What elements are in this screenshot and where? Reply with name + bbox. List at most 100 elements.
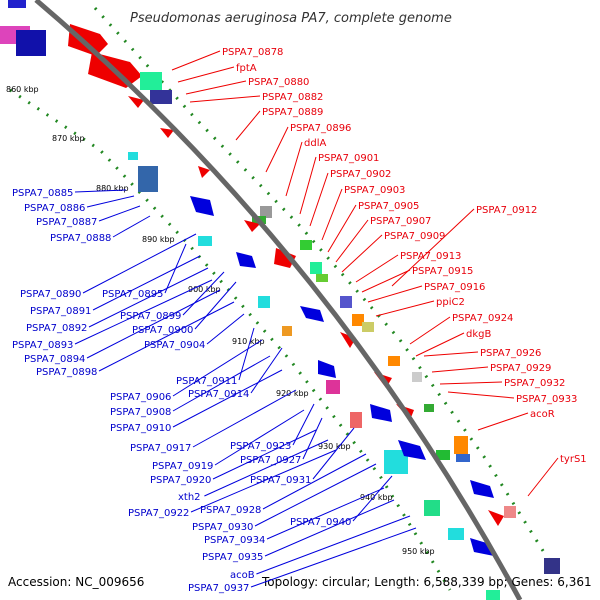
gene-feature <box>128 152 138 160</box>
gene-feature <box>318 360 336 378</box>
kbp-tick-label: 880 kbp <box>96 184 129 193</box>
gene-label-leader <box>309 172 329 227</box>
gene-label-leader <box>391 208 475 287</box>
gene-feature <box>310 262 322 274</box>
gene-label: PSPA7_0917 <box>130 443 191 454</box>
gene-label: PSPA7_0896 <box>290 123 351 134</box>
gene-label: PSPA7_0905 <box>358 201 419 212</box>
gene-label: PSPA7_0922 <box>128 508 189 519</box>
gene-label: PSPA7_0912 <box>476 205 537 216</box>
topology-text: Topology: circular; Length: 6,588,339 bp… <box>261 575 592 589</box>
gene-label-leader <box>74 279 213 345</box>
gene-label-leader <box>86 195 135 208</box>
gene-label-leader <box>423 351 479 357</box>
gene-label: PSPA7_0882 <box>262 92 323 103</box>
gene-feature <box>454 436 468 454</box>
gene-label: PSPA7_0920 <box>150 475 211 486</box>
gene-label: ppiC2 <box>436 297 465 308</box>
kbp-tick-label: 860 kbp <box>6 85 39 94</box>
gene-label-leader <box>235 110 261 141</box>
gene-label-leader <box>415 332 465 357</box>
gene-label-leader <box>341 234 383 273</box>
gene-label: PSPA7_0895 <box>102 289 163 300</box>
gene-feature <box>412 372 422 382</box>
kbp-tick-label: 940 kbp <box>360 493 393 502</box>
gene-label: xth2 <box>178 492 201 503</box>
gene-feature <box>274 248 296 268</box>
gene-feature <box>370 404 392 422</box>
gene-label: PSPA7_0910 <box>110 423 171 434</box>
gene-feature <box>504 506 516 518</box>
gene-label: ddlA <box>304 138 326 149</box>
gene-label-leader <box>177 66 235 83</box>
gene-label-leader <box>214 409 305 466</box>
gene-label-leader <box>335 219 369 263</box>
gene-label-leader <box>266 487 385 540</box>
gene-label-leader <box>82 233 197 294</box>
gene-label-leader <box>88 267 209 328</box>
gene-feature <box>198 236 212 246</box>
gene-feature <box>388 356 400 366</box>
gene-feature <box>68 24 108 56</box>
gene-label: PSPA7_0926 <box>480 348 541 359</box>
gene-label-leader <box>312 427 355 480</box>
gene-label-leader <box>361 269 411 293</box>
gene-label: PSPA7_0878 <box>222 47 283 58</box>
gene-label: PSPA7_0898 <box>36 367 97 378</box>
gene-label: PSPA7_0929 <box>490 363 551 374</box>
kbp-tick-label: 890 kbp <box>142 235 175 244</box>
gene-feature <box>362 322 374 332</box>
gene-feature <box>352 314 364 326</box>
gene-feature <box>138 166 158 192</box>
kbp-tick-label: 920 kbp <box>276 389 309 398</box>
gene-label-leader <box>527 457 559 497</box>
gene-label-leader <box>98 301 235 372</box>
gene-label-leader <box>321 188 343 241</box>
gene-label-leader <box>352 475 393 522</box>
gene-feature <box>424 500 440 516</box>
gene-label: PSPA7_0919 <box>152 461 213 472</box>
gene-feature <box>326 380 340 394</box>
gene-label: PSPA7_0909 <box>384 231 445 242</box>
gene-label-leader <box>182 271 225 316</box>
gene-label: PSPA7_0911 <box>176 376 237 387</box>
gene-label: dkgB <box>466 329 491 340</box>
gene-feature <box>300 240 312 250</box>
gene-label: PSPA7_0915 <box>412 266 473 277</box>
gene-label-leader <box>194 281 237 330</box>
gene-label: PSPA7_0900 <box>132 325 193 336</box>
gene-label-leader <box>477 412 529 431</box>
gene-label: PSPA7_0933 <box>516 394 577 405</box>
gene-label: PSPA7_0886 <box>24 203 85 214</box>
kbp-tick-label: 900 kbp <box>188 285 221 294</box>
gene-feature <box>150 90 172 104</box>
gene-feature <box>488 510 504 526</box>
genome-backbone <box>34 0 523 600</box>
gene-label: PSPA7_0927 <box>240 455 301 466</box>
gene-label-leader <box>256 515 411 575</box>
gene-feature <box>198 166 210 178</box>
gene-label-leader <box>375 300 435 317</box>
gene-feature <box>448 528 464 540</box>
gene-label: tyrS1 <box>560 454 587 465</box>
gene-label-leader <box>171 50 221 71</box>
outer-ring-dots <box>93 6 557 571</box>
ring-guides <box>9 6 557 591</box>
gene-feature <box>398 440 426 460</box>
gene-label-leader <box>212 429 317 480</box>
gene-feature <box>470 538 494 556</box>
gene-feature <box>160 128 174 138</box>
gene-label: PSPA7_0932 <box>504 378 565 389</box>
gene-label-leader <box>86 289 221 359</box>
gene-label-leader <box>185 80 247 95</box>
gene-feature <box>8 0 26 8</box>
gene-label-leader <box>172 355 271 412</box>
kbp-tick-label: 870 kbp <box>52 134 85 143</box>
gene-label: PSPA7_0880 <box>248 77 309 88</box>
gene-feature <box>244 220 260 232</box>
gene-label: PSPA7_0937 <box>188 583 249 594</box>
gene-label-leader <box>327 204 357 253</box>
gene-label: PSPA7_0887 <box>36 217 97 228</box>
gene-label-leader <box>447 391 515 399</box>
